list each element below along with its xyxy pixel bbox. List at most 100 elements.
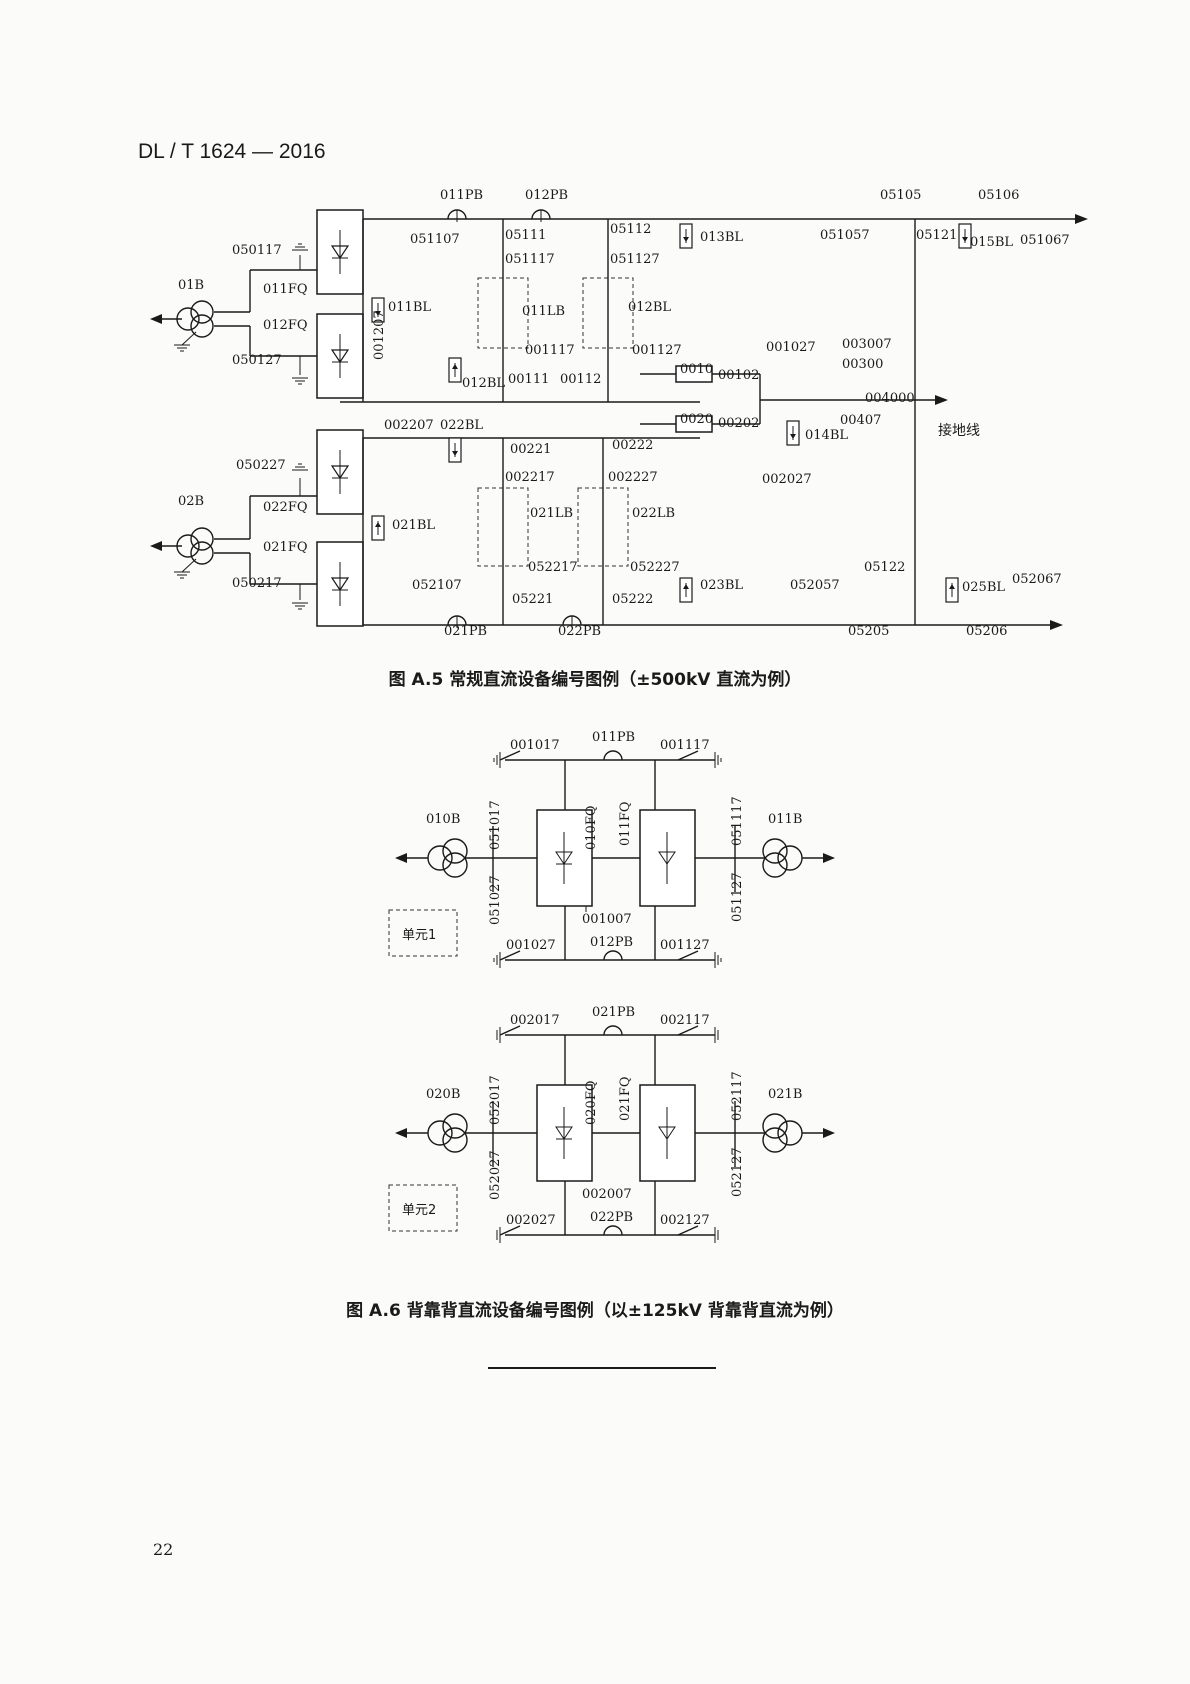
- label-003007: 003007: [842, 337, 892, 352]
- u2-bot-pb: 022PB: [590, 1210, 634, 1225]
- u1-bot-right: 001127: [660, 938, 710, 953]
- label-052067: 052067: [1012, 572, 1062, 587]
- standard-code: DL / T 1624 — 2016: [138, 140, 326, 163]
- u2-top-right: 002117: [660, 1013, 710, 1028]
- u1-right-up: 051117: [730, 796, 745, 846]
- label-022PB: 022PB: [558, 624, 602, 639]
- label-013BL: 013BL: [700, 230, 743, 245]
- label-05112: 05112: [610, 222, 652, 237]
- label-01B: 01B: [178, 278, 205, 293]
- figure-a6-caption: 图 A.6 背靠背直流设备编号图例（以±125kV 背靠背直流为例）: [346, 1301, 844, 1321]
- u1-top-left: 001017: [510, 738, 560, 753]
- label-05106: 05106: [978, 188, 1020, 203]
- label-012BL: 012BL: [628, 300, 671, 315]
- label-050117: 050117: [232, 243, 282, 258]
- u2-unit-label: 单元2: [402, 1203, 437, 1218]
- u1-left-down: 051027: [488, 875, 503, 925]
- u1-left-xfmr: 010B: [426, 812, 461, 827]
- label-001117: 001117: [525, 343, 575, 358]
- u2-neutral: 002007: [582, 1187, 632, 1202]
- label-05222: 05222: [612, 592, 654, 607]
- u2-top-pb: 021PB: [592, 1005, 636, 1020]
- figure-a5-diagram: [150, 209, 1088, 630]
- section-end-rule: [488, 1367, 716, 1369]
- label-021FQ: 021FQ: [263, 540, 308, 555]
- u2-top-left: 002017: [510, 1013, 560, 1028]
- label-05121: 05121: [916, 228, 958, 243]
- u1-right-down: 051127: [730, 872, 745, 922]
- u1-top-pb: 011PB: [592, 730, 636, 745]
- label-011LB: 011LB: [522, 304, 565, 319]
- label-023BL: 023BL: [700, 578, 743, 593]
- u2-right-down: 052127: [730, 1147, 745, 1197]
- label-012BL-lower: 012BL: [462, 376, 505, 391]
- u2-right-xfmr: 021B: [768, 1087, 803, 1102]
- label-050227: 050227: [236, 458, 286, 473]
- label-00202: 00202: [718, 416, 760, 431]
- label-05122: 05122: [864, 560, 906, 575]
- label-012FQ: 012FQ: [263, 318, 308, 333]
- u2-left-fq: 020FQ: [584, 1080, 599, 1126]
- label-011PB: 011PB: [440, 188, 484, 203]
- label-022LB: 022LB: [632, 506, 675, 521]
- label-011FQ: 011FQ: [263, 282, 308, 297]
- u1-right-fq: 011FQ: [618, 801, 633, 847]
- label-05111: 05111: [505, 228, 547, 243]
- label-051127: 051127: [610, 252, 660, 267]
- unit2-box: [388, 1184, 458, 1232]
- label-00111: 00111: [508, 372, 550, 387]
- u1-bot-left: 001027: [506, 938, 556, 953]
- label-011BL: 011BL: [388, 300, 431, 315]
- b2b-unit-2: [395, 1025, 835, 1243]
- label-022BL: 022BL: [440, 418, 483, 433]
- u2-left-xfmr: 020B: [426, 1087, 461, 1102]
- label-021LB: 021LB: [530, 506, 573, 521]
- u2-left-up: 052017: [488, 1075, 503, 1125]
- label-02B: 02B: [178, 494, 205, 509]
- label-025BL: 025BL: [962, 580, 1005, 595]
- label-051107: 051107: [410, 232, 460, 247]
- u1-right-xfmr: 011B: [768, 812, 803, 827]
- u2-bot-left: 002027: [506, 1213, 556, 1228]
- label-050217: 050217: [232, 576, 282, 591]
- label-050127: 050127: [232, 353, 282, 368]
- label-00221: 00221: [510, 442, 552, 457]
- page-number: 22: [153, 1540, 174, 1559]
- label-051117: 051117: [505, 252, 555, 267]
- u2-left-down: 052027: [488, 1150, 503, 1200]
- label-00222: 00222: [612, 438, 654, 453]
- u1-bot-pb: 012PB: [590, 935, 634, 950]
- label-052057: 052057: [790, 578, 840, 593]
- label-002227: 002227: [608, 470, 658, 485]
- label-052107: 052107: [412, 578, 462, 593]
- unit1-box: [388, 909, 458, 957]
- figure-a5-caption: 图 A.5 常规直流设备编号图例（±500kV 直流为例）: [388, 670, 802, 690]
- u1-neutral: 001007: [582, 912, 632, 927]
- label-002207: 002207: [384, 418, 434, 433]
- label-05221: 05221: [512, 592, 554, 607]
- label-ground-line: 接地线: [938, 423, 980, 439]
- label-015BL: 015BL: [970, 235, 1013, 250]
- label-05205: 05205: [848, 624, 890, 639]
- label-00407: 00407: [840, 413, 882, 428]
- label-0020: 0020: [680, 412, 714, 427]
- u2-right-fq: 021FQ: [618, 1076, 633, 1122]
- b2b-unit-1: [395, 750, 835, 968]
- u1-left-up: 051017: [488, 800, 503, 850]
- label-012PB: 012PB: [525, 188, 569, 203]
- label-052217: 052217: [528, 560, 578, 575]
- label-004000: 004000: [865, 391, 915, 406]
- label-051067: 051067: [1020, 233, 1070, 248]
- label-0010: 0010: [680, 362, 714, 377]
- u1-left-fq: 010FQ: [584, 805, 599, 851]
- u2-bot-right: 002127: [660, 1213, 710, 1228]
- label-001127: 001127: [632, 343, 682, 358]
- u2-right-up: 052117: [730, 1071, 745, 1121]
- label-002217: 002217: [505, 470, 555, 485]
- label-051057: 051057: [820, 228, 870, 243]
- label-002027: 002027: [762, 472, 812, 487]
- label-052227: 052227: [630, 560, 680, 575]
- label-014BL: 014BL: [805, 428, 848, 443]
